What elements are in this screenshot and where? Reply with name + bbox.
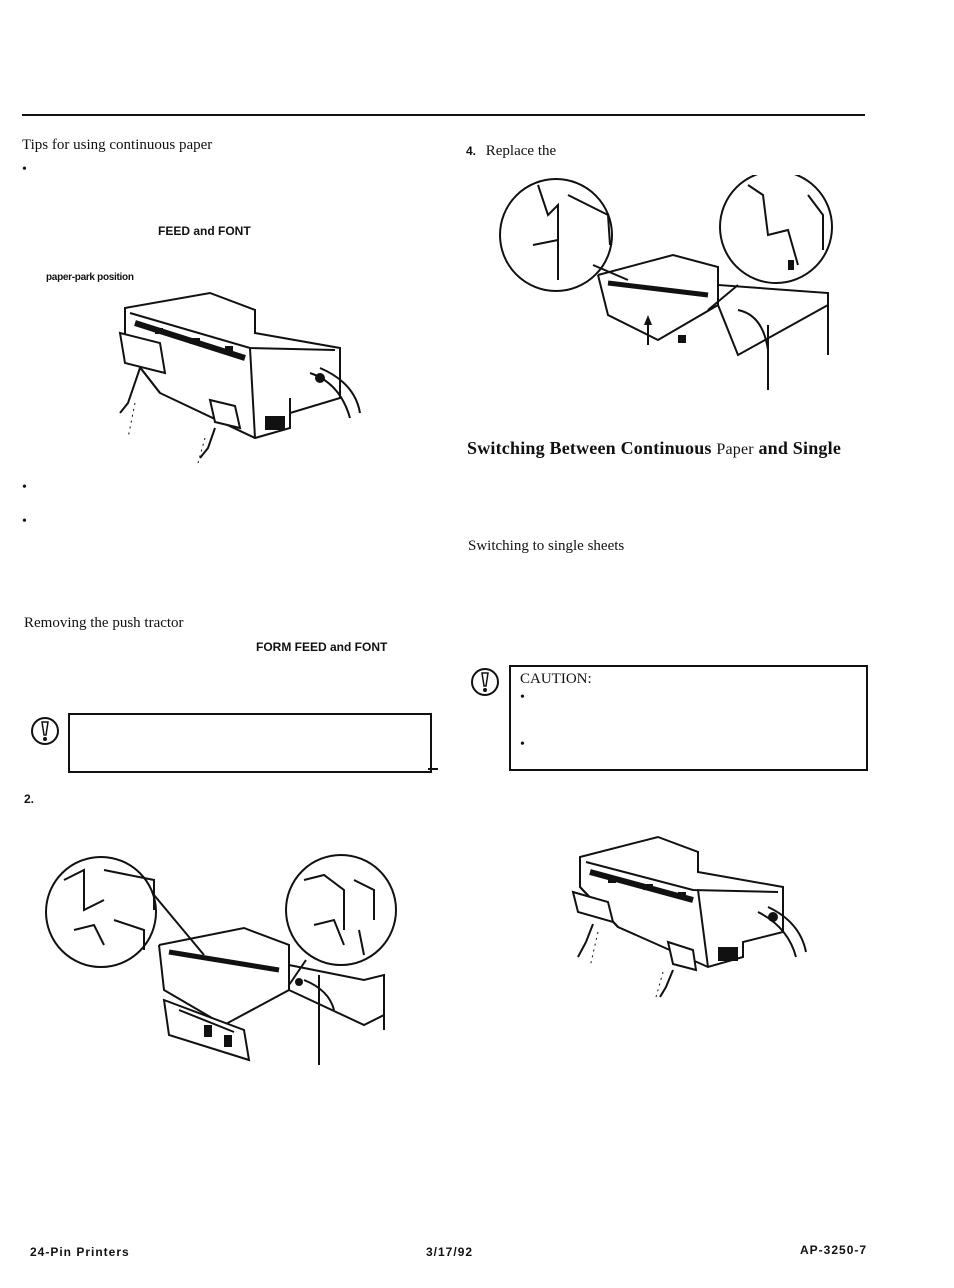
caution-bullet-2: • (520, 737, 525, 752)
caution-box-left (68, 713, 432, 773)
caution-box-left-tail (428, 768, 438, 770)
header-rule (22, 114, 865, 116)
tips-heading: Tips for using continuous paper (22, 137, 213, 153)
bullet-2: • (22, 480, 27, 495)
feed-font-keys: FEED and FONT (158, 224, 251, 238)
single-sheets-heading: Switching to single sheets (468, 538, 625, 554)
switching-heading-c: and Single (758, 438, 842, 458)
switching-heading: Switching Between Continuous Paper and S… (467, 438, 841, 459)
step-4-number: 4. (466, 144, 477, 158)
caution-icon (30, 716, 60, 746)
step-4-text: Replace the (485, 143, 557, 159)
footer-left: 24-Pin Printers (30, 1245, 130, 1259)
caution-box-right (509, 665, 868, 771)
caution-icon-right (470, 667, 500, 697)
bullet-1: • (22, 162, 27, 177)
form-feed-font-keys: FORM FEED and FONT (256, 640, 388, 654)
paper-park-label: paper-park position (46, 272, 134, 283)
printer-park-illustration (40, 288, 370, 463)
switching-heading-a: Switching Between Continuous (467, 438, 712, 458)
caution-label: CAUTION: (520, 671, 592, 687)
removing-heading: Removing the push tractor (24, 615, 184, 631)
bullet-3: • (22, 514, 27, 529)
printer-continuous-illustration (568, 832, 813, 1002)
caution-bullet-1: • (520, 690, 525, 705)
replace-tractor-illustration (498, 175, 833, 395)
step-4: 4. Replace the (466, 143, 556, 160)
footer-right: AP-3250-7 (800, 1243, 868, 1257)
step-2-number: 2. (24, 792, 35, 806)
footer-center: 3/17/92 (426, 1245, 474, 1259)
removing-tractor-illustration (44, 850, 404, 1075)
switching-heading-b: Paper (716, 441, 754, 458)
